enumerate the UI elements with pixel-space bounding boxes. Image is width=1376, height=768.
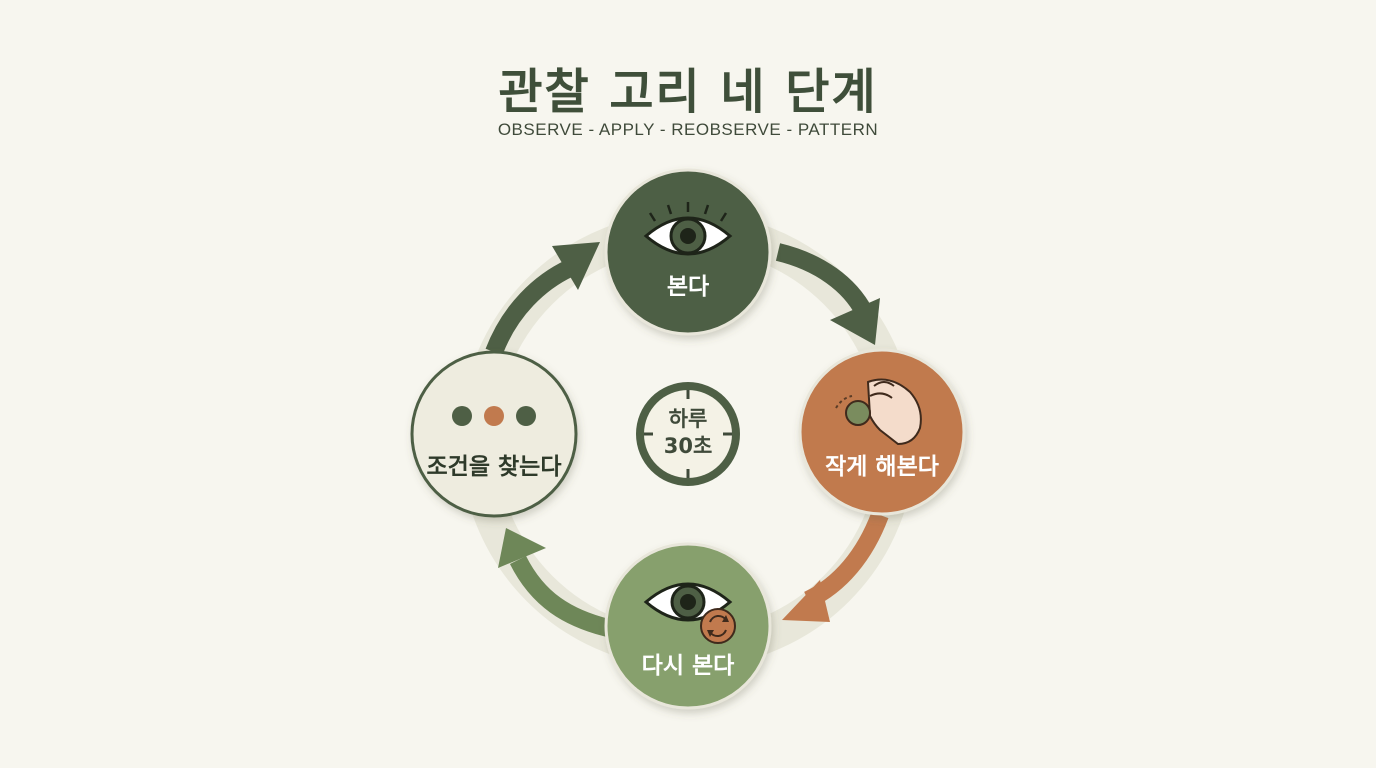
- arrow-reobserve-to-pattern: [498, 528, 611, 637]
- stage-pattern-circle: [410, 350, 578, 518]
- stage-apply-label: 작게 해본다: [825, 454, 939, 480]
- diagram-subtitle: OBSERVE - APPLY - REOBSERVE - PATTERN: [497, 120, 879, 139]
- arrow-observe-to-apply: [775, 243, 880, 345]
- stage-pattern-label: 조건을 찾는다: [426, 454, 562, 480]
- center-label-line1: 하루: [668, 407, 708, 431]
- stage-observe-label: 본다: [666, 274, 710, 300]
- arrow-apply-to-reobserve: [782, 511, 889, 622]
- arrow-pattern-to-observe: [485, 242, 600, 356]
- hand-pinch-icon: [835, 378, 922, 446]
- three-dots-icon: [452, 406, 536, 426]
- stage-reobserve-circle: [604, 542, 772, 710]
- stage-reobserve-label: 다시 본다: [641, 653, 735, 679]
- center-label: 하루 30초: [638, 406, 738, 460]
- eye-refresh-icon: [643, 582, 736, 644]
- center-label-line2: 30초: [663, 434, 713, 458]
- eye-icon: [643, 202, 733, 256]
- diagram-title: 관찰 고리 네 단계: [498, 64, 878, 120]
- center-clock-icon: [636, 382, 740, 486]
